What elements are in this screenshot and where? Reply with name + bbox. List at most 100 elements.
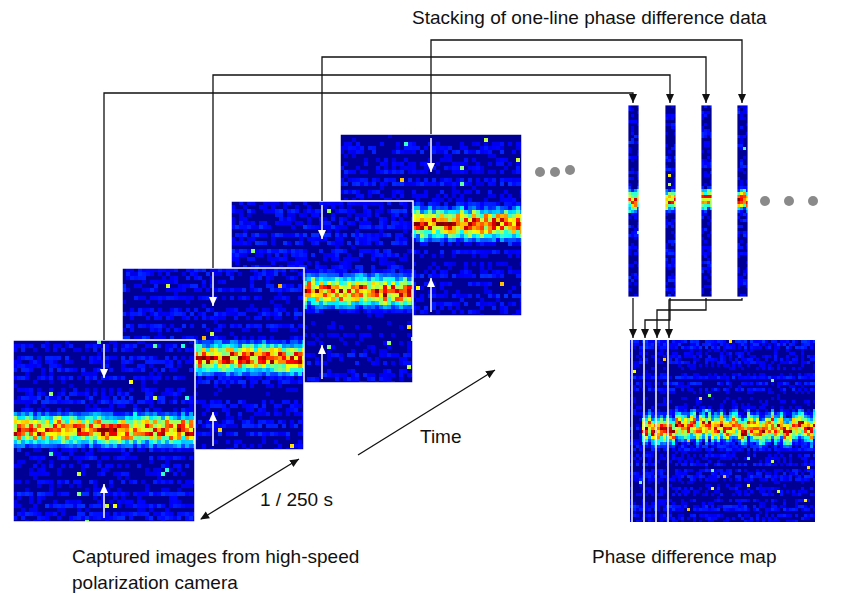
- heatmap-cell: [351, 377, 355, 381]
- heatmap-cell: [488, 178, 492, 182]
- heatmap-cell: [287, 241, 291, 245]
- heatmap-cell: [351, 305, 355, 309]
- heatmap-cell: [335, 305, 339, 309]
- heatmap-cell: [432, 218, 436, 222]
- heatmap-cell: [339, 337, 343, 341]
- heatmap-cell: [472, 202, 476, 206]
- heatmap-cell: [275, 221, 279, 225]
- heatmap-cell: [500, 214, 504, 218]
- heatmap-cell: [452, 274, 456, 278]
- heatmap-cell: [460, 162, 464, 166]
- heatmap-cell: [343, 257, 347, 261]
- heatmap-cell: [323, 293, 327, 297]
- heatmap-cell: [367, 249, 371, 253]
- heatmap-cell: [360, 146, 364, 150]
- heatmap-cell: [319, 309, 323, 313]
- heatmap-cell: [512, 178, 516, 182]
- heatmap-cell: [331, 285, 335, 289]
- heatmap-cell: [319, 289, 323, 293]
- heatmap-cell: [432, 302, 436, 306]
- heatmap-cell: [331, 289, 335, 293]
- heatmap-cell: [327, 289, 331, 293]
- heatmap-cell: [472, 166, 476, 170]
- heatmap-cell: [299, 233, 303, 237]
- heatmap-cell: [488, 214, 492, 218]
- heatmap-cell: [275, 233, 279, 237]
- heatmap-cell: [315, 281, 319, 285]
- heatmap-cell: [456, 226, 460, 230]
- heatmap-cell: [480, 306, 484, 310]
- heatmap-cell: [259, 225, 263, 229]
- heatmap-cell: [468, 214, 472, 218]
- heatmap-cell: [235, 253, 239, 257]
- heatmap-cell: [444, 222, 448, 226]
- heatmap-cell: [331, 305, 335, 309]
- heatmap-cell: [468, 182, 472, 186]
- heatmap-cell: [235, 261, 239, 265]
- heatmap-cell: [456, 250, 460, 254]
- heatmap-cell: [239, 225, 243, 229]
- heatmap-cell: [472, 234, 476, 238]
- heatmap-cell: [412, 194, 416, 198]
- heatmap-cell: [315, 297, 319, 301]
- heatmap-cell: [488, 202, 492, 206]
- heatmap-cell: [436, 206, 440, 210]
- heatmap-cell: [496, 142, 500, 146]
- heatmap-cell: [500, 194, 504, 198]
- heatmap-cell: [452, 234, 456, 238]
- heatmap-cell: [448, 226, 452, 230]
- heatmap-cell: [492, 270, 496, 274]
- heatmap-cell: [508, 222, 512, 226]
- heatmap-cell: [488, 234, 492, 238]
- heatmap-cell: [440, 210, 444, 214]
- heatmap-cell: [476, 210, 480, 214]
- heatmap-cell: [444, 262, 448, 266]
- heatmap-cell: [372, 190, 376, 194]
- heatmap-cell: [412, 150, 416, 154]
- heatmap-cell: [323, 273, 327, 277]
- heatmap-cell: [444, 226, 448, 230]
- heatmap-cell: [516, 222, 520, 226]
- heatmap-cell: [468, 210, 472, 214]
- heatmap-cell: [327, 373, 331, 377]
- heatmap-cell: [500, 306, 504, 310]
- heatmap-cell: [279, 221, 283, 225]
- heatmap-cell: [363, 205, 367, 209]
- heatmap-cell: [476, 150, 480, 154]
- heatmap-cell: [440, 198, 444, 202]
- heatmap-cell: [464, 234, 468, 238]
- heatmap-cell: [367, 297, 371, 301]
- heatmap-cell: [428, 202, 432, 206]
- heatmap-cell: [452, 222, 456, 226]
- heatmap-cell: [339, 225, 343, 229]
- heatmap-cell: [480, 242, 484, 246]
- heatmap-cell: [480, 254, 484, 258]
- heatmap-cell: [243, 225, 247, 229]
- heatmap-cell: [331, 257, 335, 261]
- heatmap-cell: [359, 277, 363, 281]
- heatmap-cell: [335, 297, 339, 301]
- heatmap-cell: [488, 170, 492, 174]
- heatmap-cell: [488, 190, 492, 194]
- heatmap-cell: [267, 257, 271, 261]
- heatmap-cell: [516, 210, 520, 214]
- heatmap-cell: [367, 285, 371, 289]
- heatmap-cell: [351, 301, 355, 305]
- heatmap-cell: [235, 225, 239, 229]
- heatmap-cell: [315, 225, 319, 229]
- heatmap-cell: [492, 214, 496, 218]
- heatmap-cell: [460, 298, 464, 302]
- heatmap-cell: [327, 253, 331, 257]
- heatmap-cell: [367, 325, 371, 329]
- heatmap-cell: [460, 226, 464, 230]
- heatmap-cell: [347, 261, 351, 265]
- heatmap-cell: [371, 237, 375, 241]
- heatmap-cell: [259, 233, 263, 237]
- heatmap-cell: [444, 294, 448, 298]
- heatmap-cell: [384, 166, 388, 170]
- heatmap-cell: [444, 158, 448, 162]
- heatmap-cell: [460, 310, 464, 314]
- heatmap-cell: [344, 162, 348, 166]
- heatmap-cell: [355, 297, 359, 301]
- heatmap-cell: [311, 285, 315, 289]
